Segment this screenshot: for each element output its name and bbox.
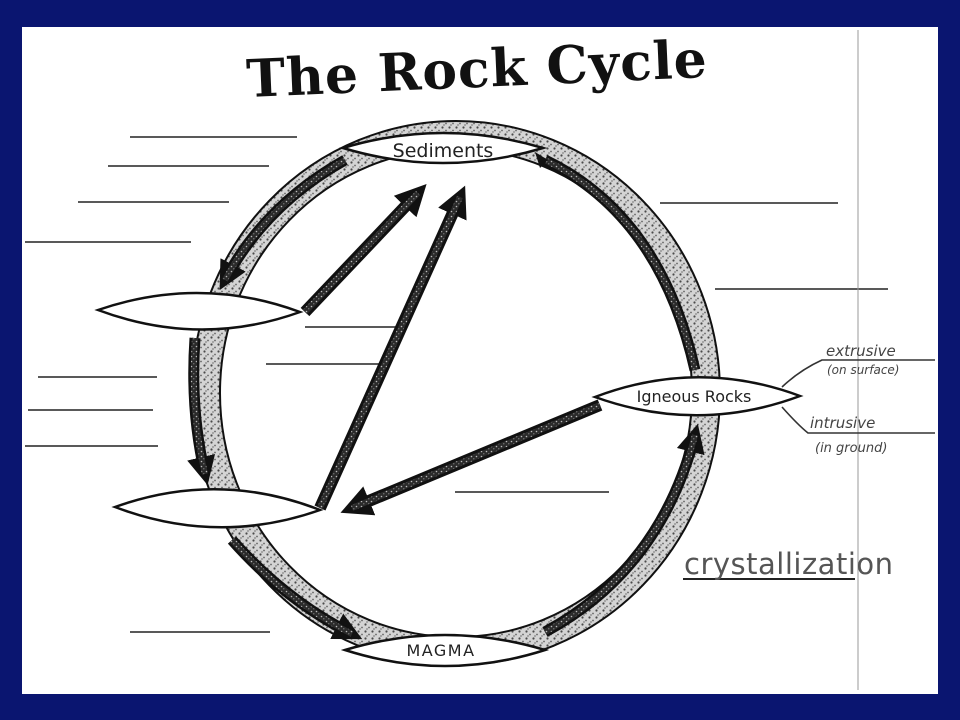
arrow-sediments-to-sedimentary-fill — [222, 157, 347, 282]
arrow-metamorphic-to-magma-fill — [229, 538, 354, 637]
crystallization-label: crystallization — [684, 547, 894, 581]
sedimentary-rocks-box — [94, 291, 304, 331]
arrow-sedimentary-to-metamorphic-fill — [190, 337, 208, 475]
igneous-rocks-box — [591, 376, 804, 417]
rock-cycle-diagram: Sediments Igneous Rocks MAGMA extrusive … — [25, 30, 935, 690]
answer-lines-right — [266, 202, 888, 580]
arrow-sediments-to-igneous-fill — [543, 157, 698, 371]
extrusive-label: extrusive — [826, 342, 896, 360]
worksheet-page: The Rock Cycle — [22, 27, 938, 694]
arrow-igneous-to-metamorphic-fill — [350, 402, 602, 511]
in-ground-label: (in ground) — [815, 441, 887, 456]
metamorphic-rocks-box — [111, 487, 324, 529]
igneous-rocks-label: Igneous Rocks — [637, 387, 752, 406]
sediments-box — [338, 131, 548, 165]
magma-box — [340, 633, 550, 668]
arrow-magma-to-igneous-fill — [543, 434, 698, 635]
igneous-branches — [781, 359, 935, 434]
stage-boxes — [94, 131, 804, 668]
arrow-metamorphic-to-sediments-fill — [317, 195, 463, 510]
sediments-label: Sediments — [393, 140, 494, 162]
intrusive-branch-line — [781, 406, 935, 434]
magma-label: MAGMA — [406, 641, 475, 660]
extrusive-branch-line — [781, 359, 935, 388]
answer-lines-left — [25, 136, 297, 633]
arrowhead-into-sediments — [535, 152, 548, 168]
cycle-arrows — [187, 152, 705, 640]
arrow-sedimentary-to-sediments-fill — [302, 190, 421, 315]
interior-arrows — [300, 183, 603, 516]
on-surface-label: (on surface) — [827, 363, 899, 377]
intrusive-label: intrusive — [810, 414, 875, 432]
